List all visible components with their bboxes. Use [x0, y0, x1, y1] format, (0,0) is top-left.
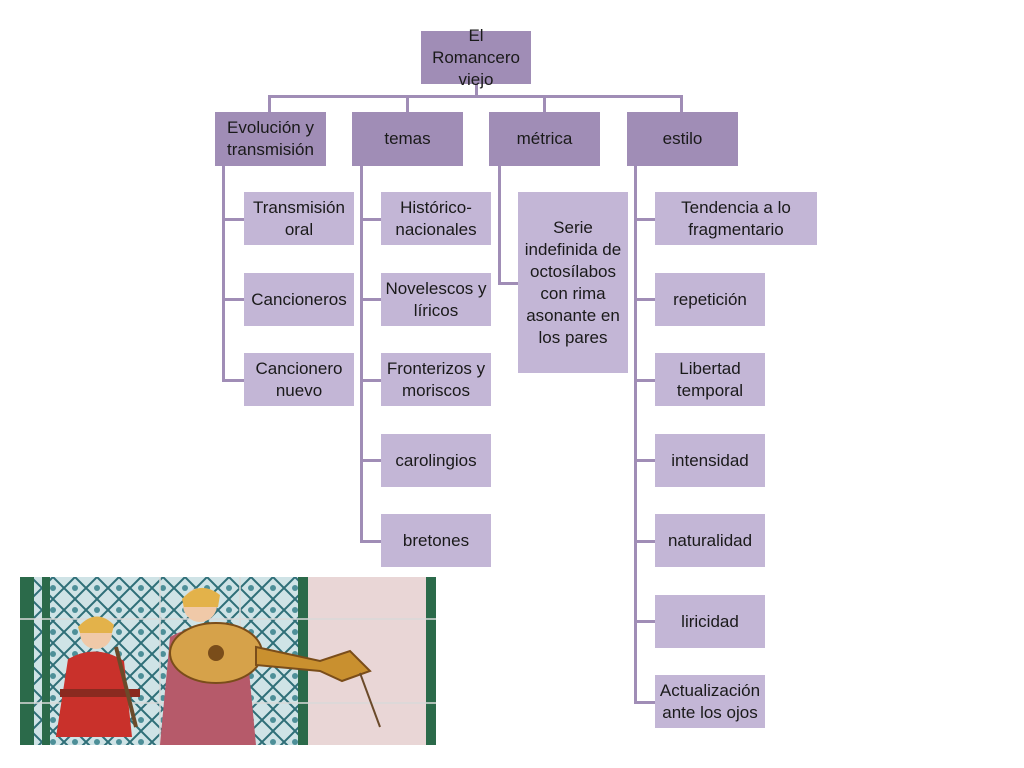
child-repeticion: repetición [655, 273, 765, 326]
child-serie-indefinida: Serie indefinida de octosílabos con rima… [518, 192, 628, 373]
connector [222, 379, 244, 382]
connector [634, 218, 655, 221]
connector [634, 701, 655, 704]
child-bretones: bretones [381, 514, 491, 567]
connector [360, 459, 381, 462]
branch-estilo: estilo [627, 112, 738, 166]
musicians-tile-illustration [20, 577, 436, 745]
connector [634, 298, 655, 301]
connector [360, 298, 381, 301]
root-node: El Romancero viejo [421, 26, 531, 89]
child-carolingios: carolingios [381, 434, 491, 487]
child-historico-nacionales: Histórico-nacionales [381, 192, 491, 245]
connector [475, 84, 478, 96]
child-transmision-oral: Transmisión oral [244, 192, 354, 245]
child-intensidad: intensidad [655, 434, 765, 487]
child-tendencia: Tendencia a lo fragmentario [655, 192, 817, 245]
child-cancionero-nuevo: Cancionero nuevo [244, 353, 354, 406]
child-novelescos: Novelescos y líricos [381, 273, 491, 326]
child-cancioneros: Cancioneros [244, 273, 354, 326]
connector [222, 218, 244, 221]
connector [360, 166, 363, 542]
connector [680, 95, 683, 112]
branch-metrica: métrica [489, 112, 600, 166]
child-actualizacion: Actualización ante los ojos [655, 675, 765, 728]
child-libertad-temporal: Libertad temporal [655, 353, 765, 406]
connector [634, 459, 655, 462]
connector [268, 95, 271, 112]
connector [222, 298, 244, 301]
connector [634, 540, 655, 543]
connector [634, 379, 655, 382]
branch-evolucion: Evolución y transmisión [215, 112, 326, 166]
connector [360, 218, 381, 221]
connector [360, 540, 381, 543]
connector [498, 166, 501, 284]
child-liricidad: liricidad [655, 595, 765, 648]
connector [268, 95, 683, 98]
branch-temas: temas [352, 112, 463, 166]
connector [634, 620, 655, 623]
connector [360, 379, 381, 382]
child-fronterizos: Fronterizos y moriscos [381, 353, 491, 406]
connector [634, 166, 637, 703]
child-naturalidad: naturalidad [655, 514, 765, 567]
connector [498, 282, 518, 285]
connector [406, 95, 409, 112]
connector [543, 95, 546, 112]
connector [222, 166, 225, 381]
